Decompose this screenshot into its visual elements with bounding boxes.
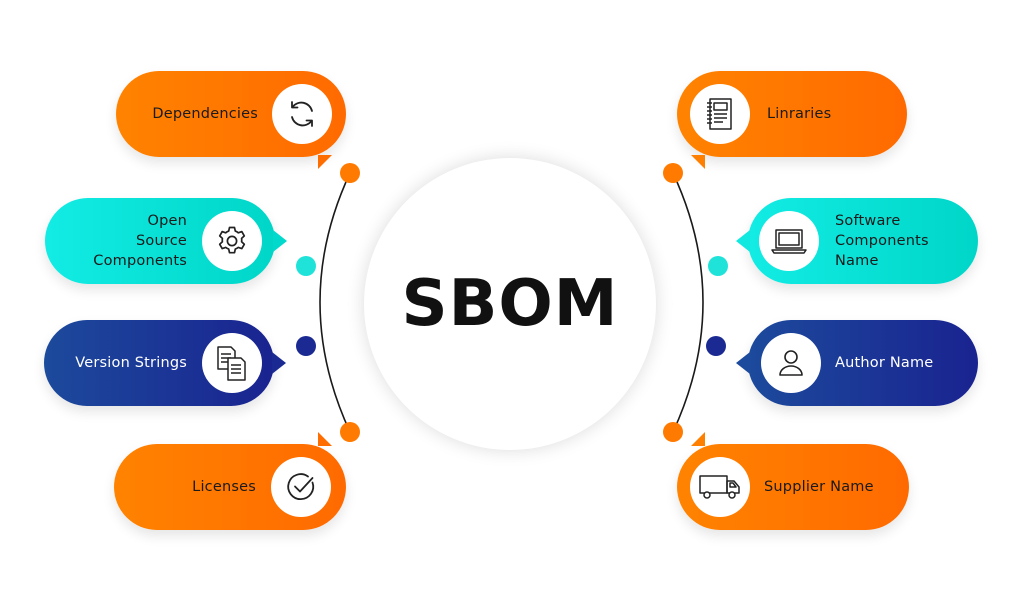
check-circle-icon (271, 457, 331, 517)
connector-dot (340, 163, 360, 183)
speech-tail (272, 352, 286, 374)
item-label: Author Name (835, 355, 934, 371)
item-label: Supplier Name (764, 479, 874, 495)
speech-tail (691, 155, 705, 169)
speech-tail (736, 230, 750, 252)
item-label: Version Strings (75, 355, 187, 371)
item-dependencies: Dependencies (116, 71, 346, 169)
item-supplier-name: Supplier Name (677, 432, 909, 530)
speech-tail (318, 155, 332, 169)
documents-icon (202, 333, 262, 393)
item-label: Dependencies (152, 106, 258, 122)
refresh-icon (272, 84, 332, 144)
connector-dot (296, 256, 316, 276)
laptop-icon (759, 211, 819, 271)
speech-tail (318, 432, 332, 446)
user-icon (761, 333, 821, 393)
connector-dot (708, 256, 728, 276)
gear-icon (202, 211, 262, 271)
item-author-name: Author Name (736, 320, 978, 406)
item-label: Licenses (192, 479, 256, 495)
item-libraries: Linraries (677, 71, 907, 169)
connector-dot (706, 336, 726, 356)
item-licenses: Licenses (114, 432, 346, 530)
connector-dot (663, 422, 683, 442)
center-title: SBOM (401, 267, 619, 341)
item-version-strings: Version Strings (44, 320, 286, 406)
connector-dot (340, 422, 360, 442)
connector-dot (663, 163, 683, 183)
connector-dot (296, 336, 316, 356)
speech-tail (736, 352, 750, 374)
item-label: Linraries (767, 106, 832, 122)
left-arc (319, 172, 351, 433)
right-arc (672, 172, 704, 433)
speech-tail (273, 230, 287, 252)
speech-tail (691, 432, 705, 446)
center-circle: SBOM (364, 158, 656, 450)
notebook-icon (690, 84, 750, 144)
truck-icon (690, 457, 750, 517)
